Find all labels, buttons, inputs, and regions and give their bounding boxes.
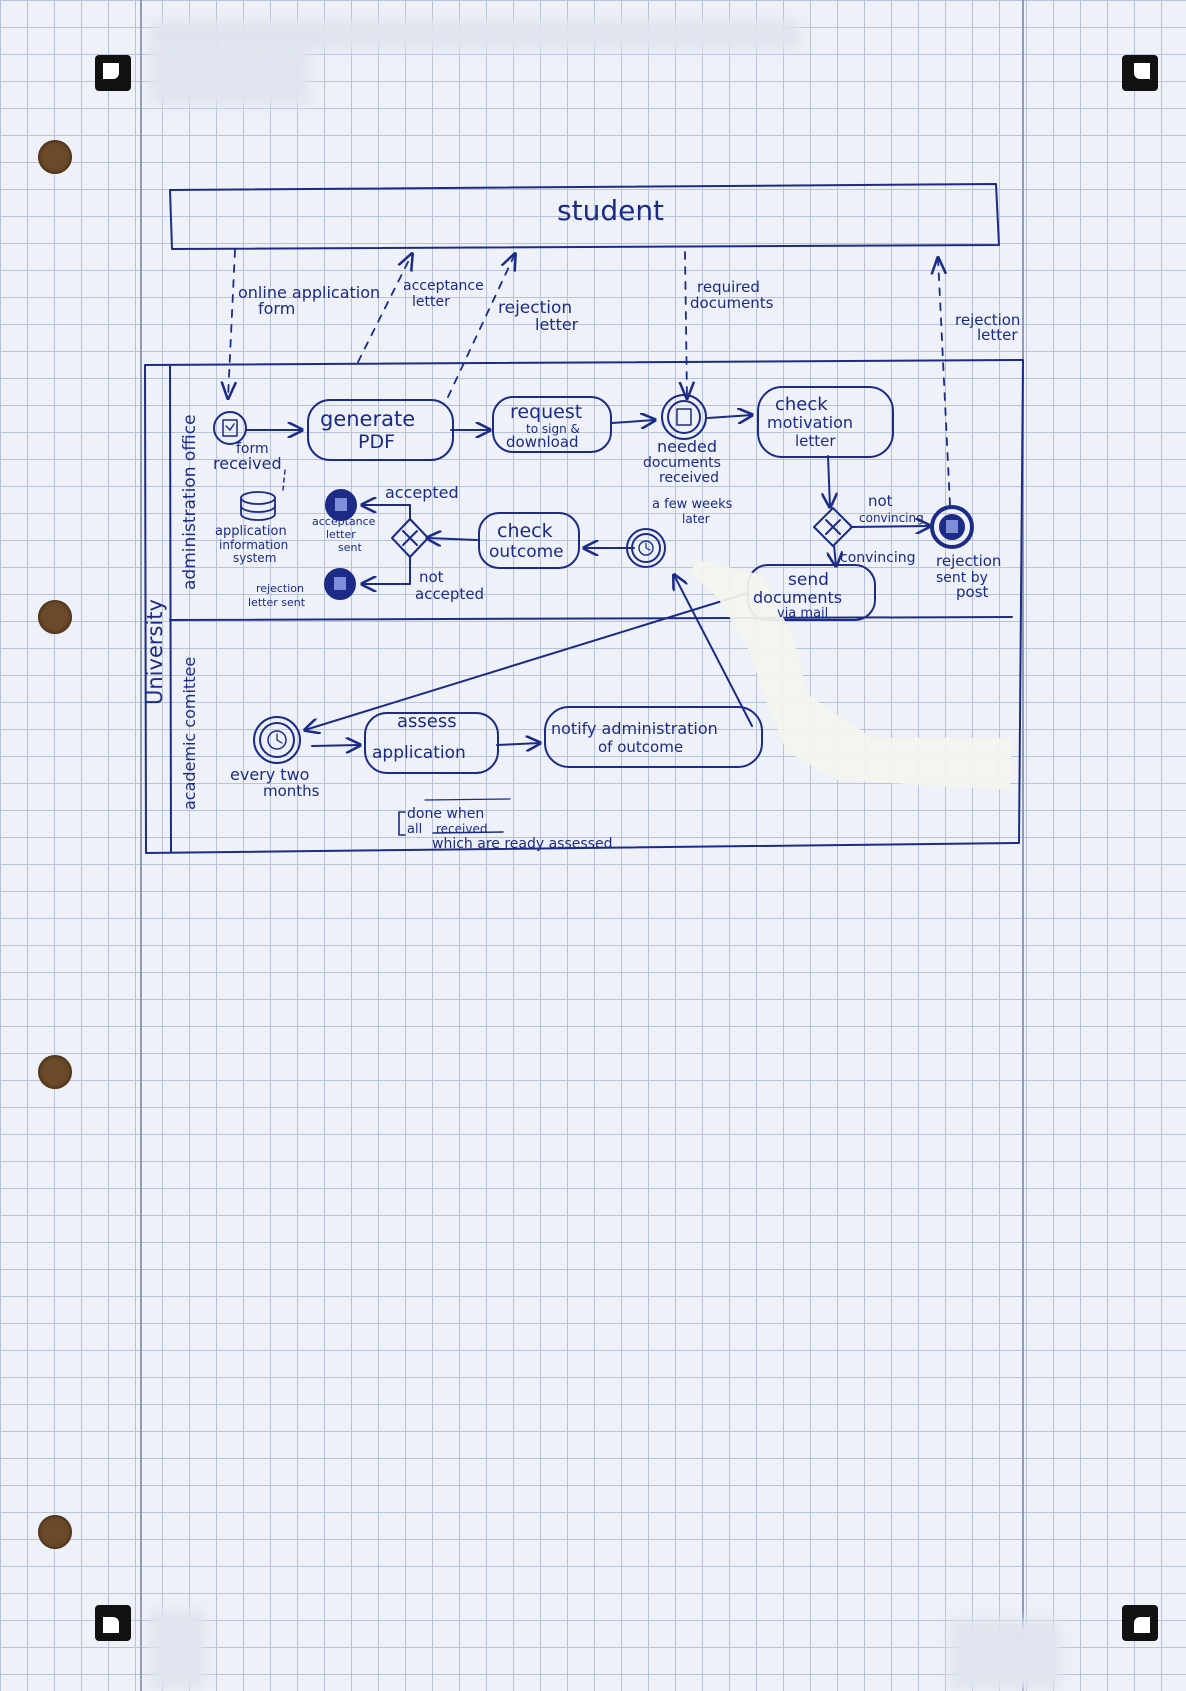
gateway-convincing-label: convincing: [840, 550, 916, 566]
gateway-not-convincing-label-2: convincing: [859, 511, 924, 525]
event-form-received-label-1: form: [236, 441, 269, 457]
task-assess-label-1: assess: [397, 711, 457, 732]
right-margin-line: [1022, 0, 1024, 1691]
flow-rejection1-label-1: rejection: [498, 298, 572, 318]
flow-rejection1-label-2: letter: [535, 315, 579, 334]
gateway-accepted-label: accepted: [385, 483, 459, 502]
event-timer-months: [253, 716, 301, 764]
event-weeks-label-2: later: [682, 512, 710, 526]
task-request-sign-label-2: to sign &: [526, 422, 580, 436]
task-check-outcome-label-2: outcome: [489, 542, 564, 562]
punch-hole: [38, 600, 72, 634]
task-notify-label-2: of outcome: [598, 738, 683, 756]
left-margin-line: [140, 0, 142, 1691]
task-notify: [544, 706, 763, 768]
university-pool-label: University: [143, 599, 167, 705]
gateway-motivation: [813, 507, 853, 547]
annotation-line-2: all: [407, 822, 422, 837]
student-pool-label: student: [557, 194, 664, 227]
event-rejection-post: [930, 505, 974, 549]
flow-form-label-2: form: [258, 299, 295, 318]
data-store-label-3: system: [233, 551, 276, 565]
task-generate-pdf-label-1: generate: [320, 407, 415, 431]
event-documents-received: [661, 394, 707, 440]
task-request-sign-label-3: download: [506, 433, 579, 451]
task-send-documents-label-3: via mail: [777, 606, 828, 621]
event-acceptance-sent-label-1: acceptance: [312, 515, 376, 528]
gateway-not-convincing-label-1: not: [868, 492, 893, 510]
flow-acceptance-label-1: acceptance: [403, 278, 484, 294]
correction-tape: [690, 560, 1012, 790]
task-send-documents-label-1: send: [788, 570, 829, 590]
flow-required-label-1: required: [697, 278, 760, 296]
event-docs-label-2: documents: [643, 455, 721, 471]
data-store-label-2: information: [219, 538, 288, 552]
event-weeks-label-1: a few weeks: [652, 497, 733, 512]
committee-lane-label: academic comittee: [180, 657, 199, 810]
gateway-acceptance: [391, 518, 429, 558]
task-request-sign: [492, 396, 612, 453]
event-rejection-post-label-1: rejection: [936, 552, 1001, 570]
task-request-sign-label-1: request: [510, 401, 582, 423]
blurred-footer: [950, 1620, 1060, 1690]
event-rejection-sent-label-2: letter sent: [248, 596, 306, 609]
task-assess: [364, 712, 499, 774]
flow-rejection2-label-1: rejection: [955, 311, 1020, 329]
task-send-documents-label-2: documents: [753, 588, 842, 607]
flow-acceptance-label-2: letter: [412, 294, 450, 310]
task-check-outcome: [478, 512, 580, 569]
task-check-motivation-label-3: letter: [795, 432, 836, 450]
event-acceptance-sent-label-3: sent: [338, 541, 362, 554]
gateway-not-accepted-label-1: not: [419, 568, 444, 586]
annotation-struck-word: received: [436, 822, 487, 836]
event-rejection-post-label-2: sent by: [936, 570, 988, 586]
admin-lane-label: administration office: [180, 414, 200, 590]
task-check-outcome-label-1: check: [497, 520, 553, 542]
annotation-line-1: done when: [407, 806, 484, 822]
punch-hole: [38, 1055, 72, 1089]
event-months-label-2: months: [263, 782, 320, 800]
task-generate-pdf-label-2: PDF: [358, 431, 395, 453]
flow-rejection2-label-2: letter: [977, 326, 1018, 344]
data-store: [240, 491, 276, 521]
task-check-motivation-label-1: check: [775, 394, 828, 415]
flow-form-label-1: online application: [238, 283, 380, 302]
event-form-received-label-2: received: [213, 454, 282, 473]
event-rejection-post-label-3: post: [956, 583, 989, 601]
blurred-header: [150, 45, 310, 105]
task-notify-label-1: notify administration: [551, 719, 718, 738]
flow-required-label-2: documents: [690, 294, 774, 312]
corner-marker: [95, 1605, 131, 1641]
event-rejection-sent-label-1: rejection: [256, 582, 304, 595]
task-generate-pdf: [307, 399, 454, 461]
task-check-motivation-label-2: motivation: [767, 413, 853, 432]
event-docs-label-3: received: [659, 470, 719, 486]
blurred-footer: [150, 1610, 205, 1690]
task-assess-label-2: application: [372, 743, 466, 763]
corner-marker: [1122, 55, 1158, 91]
annotation-line-3: which are ready assessed: [432, 836, 612, 852]
university-pool: [144, 359, 1024, 854]
corner-marker: [1122, 1605, 1158, 1641]
punch-hole: [38, 140, 72, 174]
task-check-motivation: [757, 386, 894, 458]
corner-marker: [95, 55, 131, 91]
event-form-received: [213, 411, 247, 445]
punch-hole: [38, 1515, 72, 1549]
data-store-label-1: application: [215, 524, 287, 539]
event-timer-weeks: [626, 528, 666, 568]
gateway-not-accepted-label-2: accepted: [415, 585, 484, 603]
event-acceptance-sent-label-2: letter: [326, 528, 356, 541]
event-months-label-1: every two: [230, 765, 309, 784]
event-docs-label-1: needed: [657, 437, 717, 456]
student-pool: [169, 183, 1000, 250]
